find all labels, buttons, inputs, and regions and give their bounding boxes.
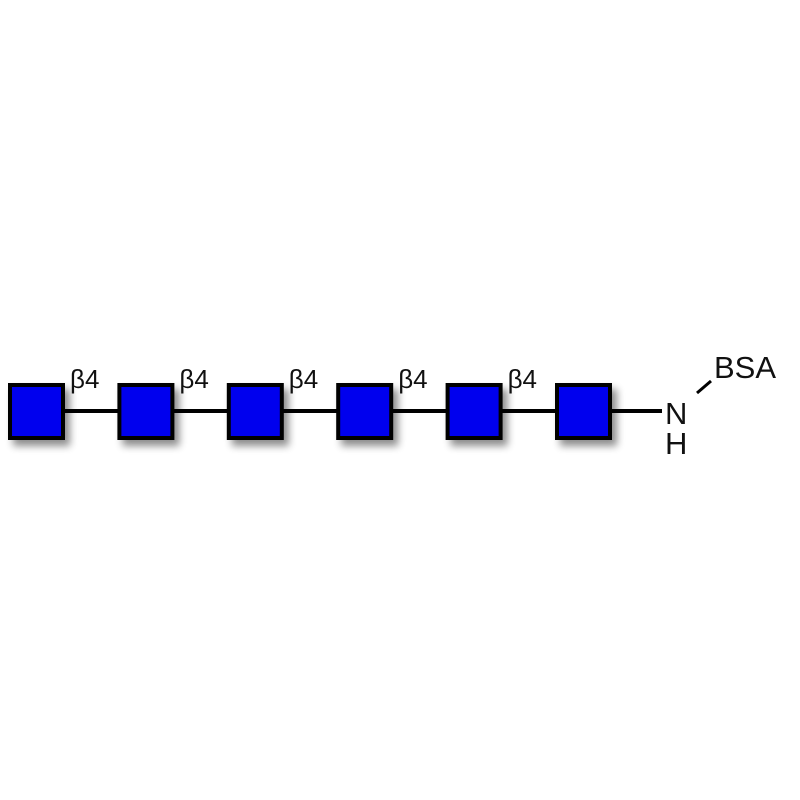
- glcnac-square-residue: [555, 383, 612, 440]
- linkage-label: β4: [398, 364, 427, 394]
- glcnac-square-residue: [336, 383, 394, 440]
- glcnac-square-residue: [226, 383, 284, 440]
- linker-bond: [696, 379, 712, 395]
- linker-n-atom: N: [665, 396, 687, 431]
- linkage-label: β4: [70, 364, 99, 394]
- linkage-label: β4: [508, 364, 537, 394]
- carrier-protein-label: BSA: [714, 350, 776, 385]
- linker-h-atom: H: [665, 426, 687, 461]
- linkage-label: β4: [289, 364, 318, 394]
- glcnac-square-residue: [8, 383, 65, 440]
- glcnac-square-residue: [445, 383, 503, 440]
- linkage-label: β4: [179, 364, 208, 394]
- glcnac-square-residue: [117, 383, 175, 440]
